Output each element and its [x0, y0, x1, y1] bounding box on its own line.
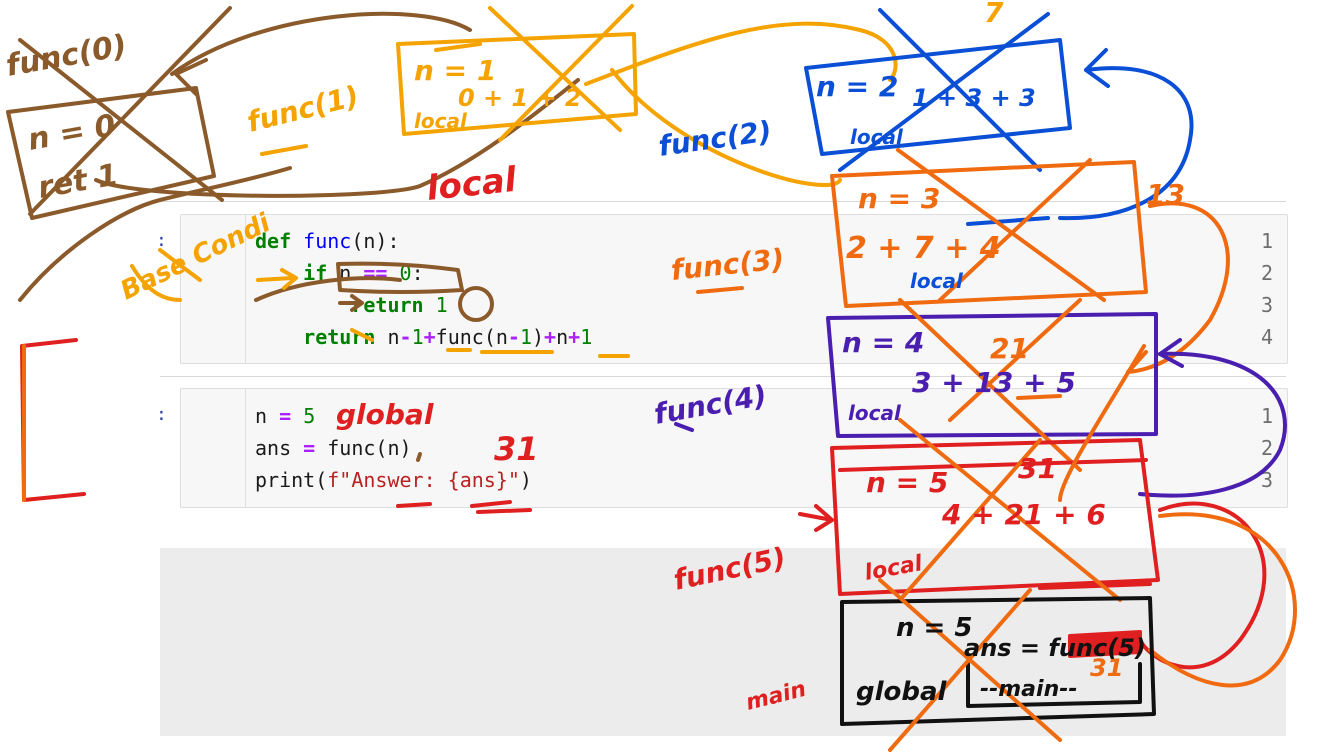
func4-result: 21 — [990, 332, 1029, 365]
func1-label: func(1) — [244, 79, 362, 139]
global-note: global — [336, 398, 434, 431]
func3-result: 13 — [1146, 178, 1185, 211]
main-result-highlight — [1068, 630, 1142, 658]
frame-main — [840, 596, 1156, 726]
main-global: global — [856, 677, 948, 707]
main-ans: ans = func(5) — [964, 634, 1146, 662]
line-number: 3 — [1260, 293, 1273, 317]
code-line[interactable]: return 1 — [351, 293, 448, 317]
func3-expr: 2 + 7 + 4 — [846, 231, 1001, 266]
func2-local: local — [850, 125, 904, 149]
frame-func3 — [696, 148, 1230, 374]
cross-main — [878, 578, 1062, 752]
func4-label: func(4) — [651, 379, 769, 431]
code-line[interactable]: print(f"Answer: {ans}") — [255, 468, 532, 492]
func5-result: 31 — [1018, 452, 1057, 485]
code-line[interactable]: return n-1+func(n-1)+n+1 — [303, 325, 593, 349]
func2-expr: 1 + 3 + 3 — [912, 84, 1036, 112]
line-number-gutter — [181, 215, 246, 363]
cell-divider-middle — [160, 376, 1286, 377]
func0-n: n = 0 — [25, 108, 118, 158]
line-number: 1 — [1260, 404, 1273, 428]
cell-divider-top — [160, 201, 1286, 202]
line-number-gutter — [181, 389, 246, 507]
main-n: n = 5 — [896, 613, 973, 643]
func5-n: n = 5 — [866, 466, 948, 499]
local-note: local — [425, 160, 520, 209]
func1-n: n = 1 — [414, 54, 496, 87]
line-number: 1 — [1260, 229, 1273, 253]
line-number: 4 — [1260, 325, 1273, 349]
code-line[interactable]: ans = func(n) — [255, 436, 412, 460]
line-number: 3 — [1260, 468, 1273, 492]
code-line[interactable]: n = 5 — [255, 404, 316, 428]
func2-label: func(2) — [656, 114, 773, 163]
frame-func0 — [6, 6, 580, 462]
func5-label: func(5) — [671, 541, 789, 597]
func2-result: 7 — [984, 0, 1004, 29]
line-number: 2 — [1260, 436, 1273, 460]
func1-local: local — [414, 109, 468, 133]
main-result: 31 — [1090, 654, 1123, 682]
line-number: 2 — [1260, 261, 1273, 285]
func2-n: n = 2 — [816, 70, 898, 103]
func4-expr: 3 + 13 + 5 — [912, 366, 1076, 399]
cell-prompt: : — [156, 404, 167, 425]
base-condition: Base Condi — [116, 208, 276, 307]
frame-func4 — [674, 312, 1287, 498]
func5-expr: 4 + 21 + 6 — [941, 498, 1106, 531]
code-cell[interactable]: 1 2 3 n = 5 ans = func(n) print(f"Answer… — [180, 388, 1288, 508]
func3-n: n = 3 — [858, 182, 940, 215]
frame-func2 — [804, 8, 1194, 226]
main-scope: --main-- — [980, 677, 1078, 702]
func1-expr: 0 + 1 + 2 — [458, 84, 582, 112]
func3-label: func(3) — [669, 242, 786, 287]
cell-prompt: : — [156, 230, 167, 251]
func4-n: n = 4 — [842, 326, 924, 359]
answer-note: 31 — [494, 430, 539, 468]
main-label: main — [743, 677, 808, 716]
func3-local: local — [910, 269, 964, 293]
func4-local: local — [848, 401, 902, 425]
cross-func5 — [898, 344, 1297, 688]
code-line[interactable]: def func(n): — [255, 229, 400, 253]
